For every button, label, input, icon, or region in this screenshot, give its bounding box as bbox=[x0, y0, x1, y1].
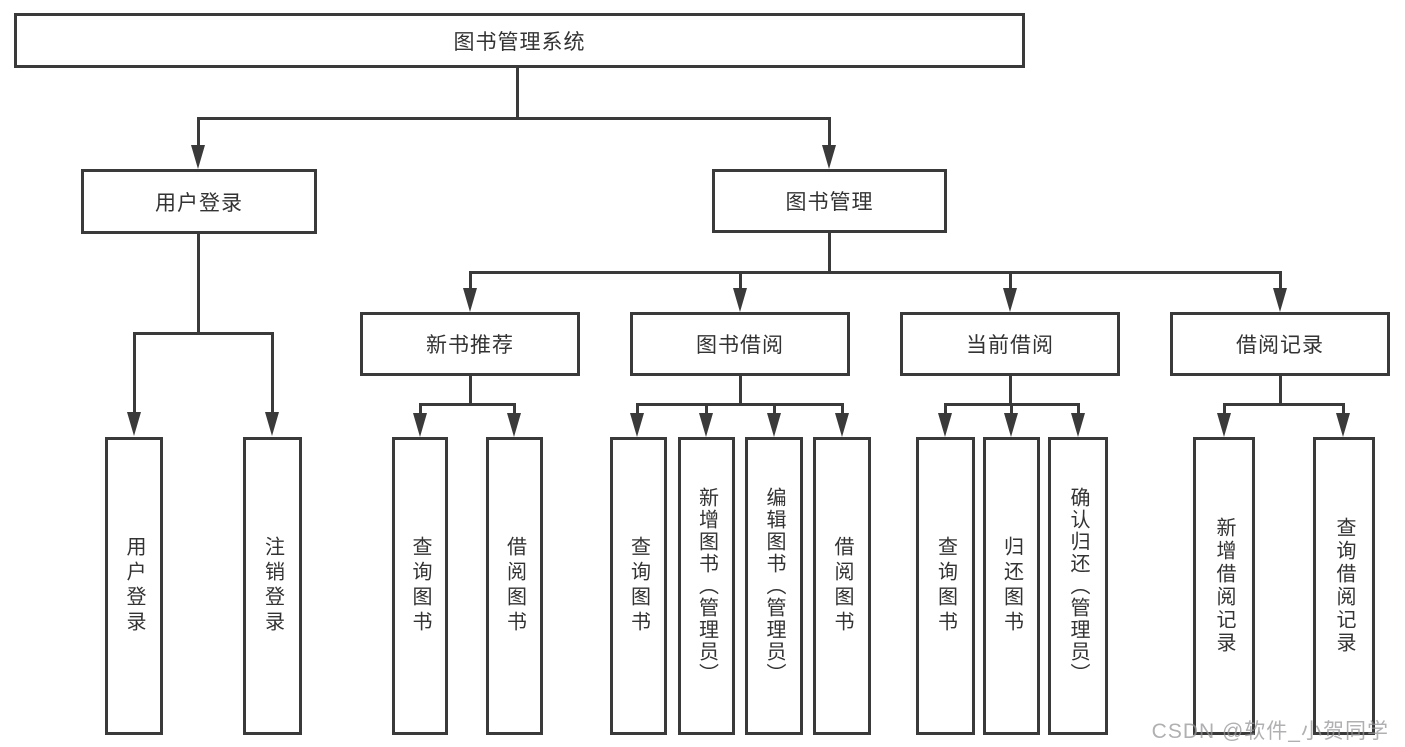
leaf-query-borrow-record-label: 查询借阅记录 bbox=[1333, 517, 1355, 655]
connector-book-borrow-stem bbox=[739, 376, 742, 405]
arrow-to-query-book-borrow bbox=[630, 413, 644, 437]
leaf-user-login: 用户登录 bbox=[105, 437, 163, 735]
node-new-book-rec: 新书推荐 bbox=[360, 312, 580, 376]
node-root: 图书管理系统 bbox=[14, 13, 1025, 68]
connector-to-leaf-logout bbox=[271, 332, 274, 416]
leaf-query-book-borrow: 查询图书 bbox=[610, 437, 667, 735]
leaf-borrow-book-borrow: 借阅图书 bbox=[813, 437, 871, 735]
connector-to-edit-book bbox=[773, 403, 776, 417]
leaf-borrow-book-rec: 借阅图书 bbox=[486, 437, 543, 735]
leaf-add-borrow-record-label: 新增借阅记录 bbox=[1213, 517, 1235, 655]
leaf-add-book: 新增图书（管理员） bbox=[678, 437, 735, 735]
connector-to-borrow-record bbox=[1279, 271, 1282, 290]
leaf-add-book-label: 新增图书（管理员） bbox=[695, 487, 718, 685]
arrow-to-borrow-record bbox=[1273, 288, 1287, 312]
connector-to-borrow-book-borrow bbox=[841, 403, 844, 417]
arrow-to-edit-book bbox=[767, 413, 781, 437]
arrow-to-new-book-rec bbox=[463, 288, 477, 312]
connector-root-stem bbox=[516, 68, 519, 119]
connector-to-query-borrow-record bbox=[1342, 403, 1345, 417]
node-root-label: 图书管理系统 bbox=[453, 30, 586, 54]
arrow-to-user-login bbox=[191, 145, 205, 169]
node-book-mgmt-label: 图书管理 bbox=[785, 191, 874, 214]
connector-current-borrow-stem bbox=[1009, 376, 1012, 405]
leaf-confirm-return-label: 确认归还（管理员） bbox=[1067, 487, 1089, 685]
connector-to-current-borrow bbox=[1009, 271, 1012, 290]
leaf-query-book-rec-label: 查询图书 bbox=[409, 536, 431, 636]
node-book-mgmt: 图书管理 bbox=[712, 169, 947, 233]
leaf-query-book-current: 查询图书 bbox=[916, 437, 975, 735]
connector-to-borrow-book-rec bbox=[513, 403, 516, 417]
connector-to-new-book-rec bbox=[469, 271, 472, 290]
arrow-to-leaf-user-login bbox=[127, 412, 141, 436]
arrow-to-add-borrow-record bbox=[1217, 413, 1231, 437]
leaf-logout: 注销登录 bbox=[243, 437, 302, 735]
leaf-user-login-label: 用户登录 bbox=[123, 536, 145, 636]
node-user-login: 用户登录 bbox=[81, 169, 317, 234]
connector-borrow-record-split bbox=[1223, 403, 1345, 406]
connector-to-book-borrow bbox=[739, 271, 742, 290]
leaf-edit-book: 编辑图书（管理员） bbox=[745, 437, 803, 735]
arrow-to-query-borrow-record bbox=[1336, 413, 1350, 437]
arrow-to-return-book bbox=[1004, 413, 1018, 437]
connector-book-mgmt-split bbox=[469, 271, 1282, 274]
arrow-to-borrow-book-rec bbox=[507, 413, 521, 437]
arrow-to-confirm-return bbox=[1071, 413, 1085, 437]
leaf-borrow-book-rec-label: 借阅图书 bbox=[503, 536, 526, 636]
arrow-to-book-mgmt bbox=[822, 145, 836, 169]
connector-book-borrow-split bbox=[636, 403, 844, 406]
connector-borrow-record-stem bbox=[1279, 376, 1282, 405]
node-borrow-record-label: 借阅记录 bbox=[1236, 334, 1324, 357]
arrow-to-current-borrow bbox=[1003, 288, 1017, 312]
csdn-watermark: CSDN @软件_小贺同学 bbox=[1151, 720, 1389, 743]
node-book-borrow-label: 图书借阅 bbox=[696, 334, 784, 357]
leaf-confirm-return: 确认归还（管理员） bbox=[1048, 437, 1108, 735]
arrow-to-leaf-logout bbox=[265, 412, 279, 436]
arrow-to-query-book-current bbox=[938, 413, 952, 437]
connector-user-login-stem bbox=[197, 234, 200, 334]
connector-new-book-rec-stem bbox=[469, 376, 472, 405]
node-borrow-record: 借阅记录 bbox=[1170, 312, 1390, 376]
node-user-login-label: 用户登录 bbox=[155, 191, 243, 215]
leaf-logout-label: 注销登录 bbox=[261, 536, 284, 636]
leaf-query-book-rec: 查询图书 bbox=[392, 437, 448, 735]
connector-root-split bbox=[197, 117, 831, 120]
arrow-to-query-book-rec bbox=[413, 413, 427, 437]
leaf-query-book-current-label: 查询图书 bbox=[934, 536, 957, 636]
leaf-return-book: 归还图书 bbox=[983, 437, 1040, 735]
leaf-return-book-label: 归还图书 bbox=[1000, 536, 1023, 636]
connector-to-query-book-rec bbox=[419, 403, 422, 417]
leaf-edit-book-label: 编辑图书（管理员） bbox=[763, 487, 785, 685]
arrow-to-add-book bbox=[699, 413, 713, 437]
connector-to-return-book bbox=[1010, 403, 1013, 417]
connector-to-confirm-return bbox=[1077, 403, 1080, 417]
node-book-borrow: 图书借阅 bbox=[630, 312, 850, 376]
connector-to-query-book-current bbox=[944, 403, 947, 417]
connector-to-user-login bbox=[197, 117, 200, 149]
connector-to-add-book bbox=[705, 403, 708, 417]
leaf-add-borrow-record: 新增借阅记录 bbox=[1193, 437, 1255, 735]
node-current-borrow: 当前借阅 bbox=[900, 312, 1120, 376]
leaf-borrow-book-borrow-label: 借阅图书 bbox=[831, 536, 853, 636]
connector-to-add-borrow-record bbox=[1223, 403, 1226, 417]
node-new-book-rec-label: 新书推荐 bbox=[426, 334, 514, 357]
connector-book-mgmt-stem bbox=[828, 233, 831, 273]
node-current-borrow-label: 当前借阅 bbox=[966, 334, 1054, 357]
arrow-to-borrow-book-borrow bbox=[835, 413, 849, 437]
leaf-query-borrow-record: 查询借阅记录 bbox=[1313, 437, 1375, 735]
connector-to-book-mgmt bbox=[828, 117, 831, 149]
leaf-query-book-borrow-label: 查询图书 bbox=[627, 536, 650, 636]
connector-to-query-book-borrow bbox=[636, 403, 639, 417]
connector-user-login-split bbox=[133, 332, 274, 335]
connector-new-book-rec-split bbox=[419, 403, 516, 406]
arrow-to-book-borrow bbox=[733, 288, 747, 312]
connector-to-leaf-user-login bbox=[133, 332, 136, 416]
